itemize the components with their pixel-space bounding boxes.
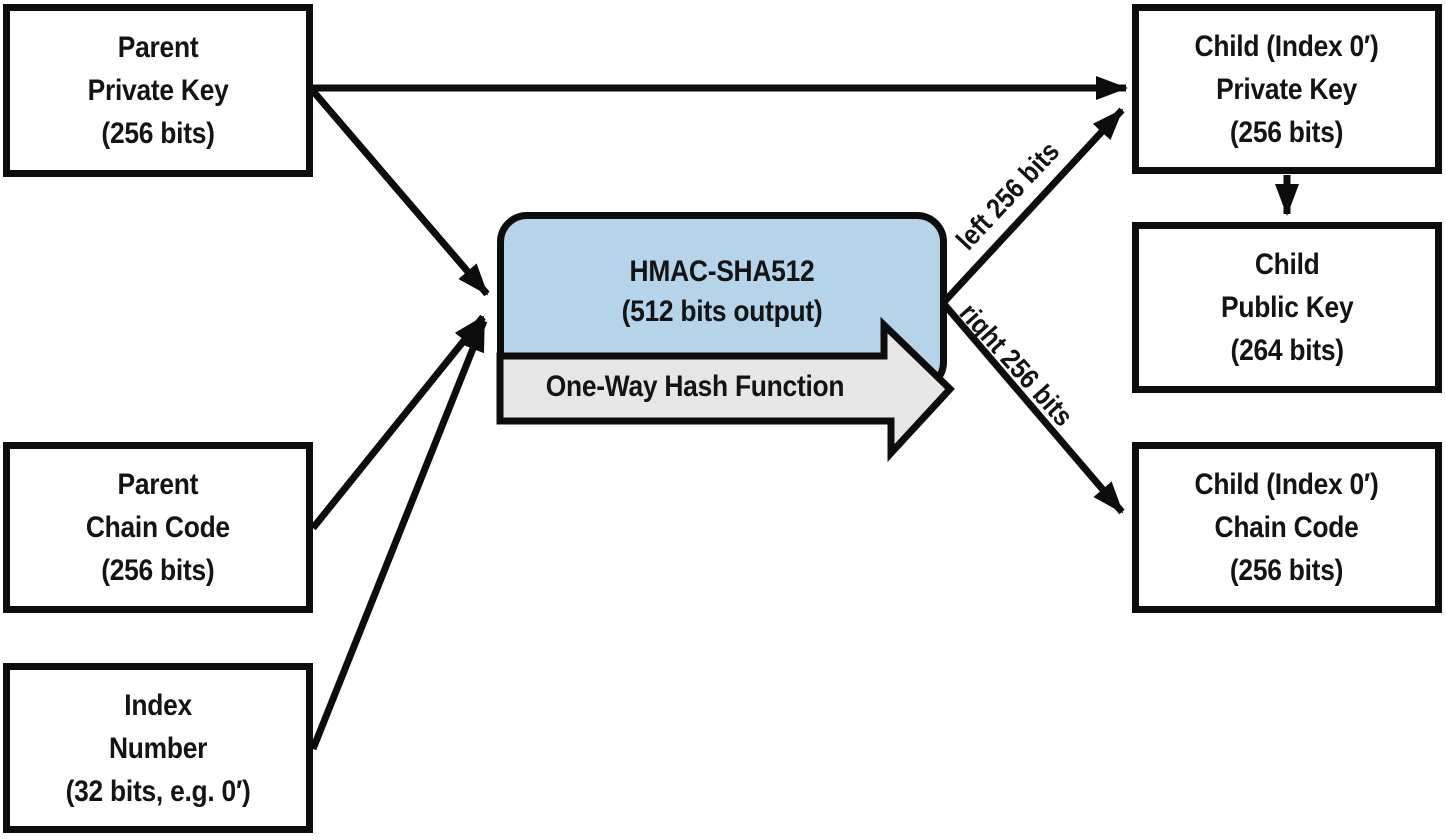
box-line: (256 bits) [1230,115,1344,149]
box-line: Child (Index 0′) [1194,29,1379,63]
box-child-private-key-text: Child (Index 0′) Private Key (256 bits) [1195,25,1379,154]
box-child-chain-code: Child (Index 0′) Chain Code (256 bits) [1132,442,1442,613]
box-line: (264 bits) [1230,334,1344,367]
box-line: Parent [117,31,199,64]
box-child-chain-code-text: Child (Index 0′) Chain Code (256 bits) [1195,463,1379,592]
box-line: Private Key [87,74,229,107]
box-parent-private-key: Parent Private Key (256 bits) [3,4,313,177]
box-child-public-key-text: Child Public Key (264 bits) [1220,243,1354,372]
box-child-public-key: Child Public Key (264 bits) [1132,222,1442,393]
arrow-index-number-to-hmac [309,319,488,751]
box-line: Child (Index 0′) [1194,468,1379,501]
arrow-hmac-left256-to-child-private [941,107,1125,305]
box-parent-chain-code: Parent Chain Code (256 bits) [3,442,313,613]
box-line: Child [1254,248,1320,281]
hmac-function-box [497,212,947,392]
arrow-parent-private-to-hmac [310,88,490,297]
box-line: Number [108,731,208,765]
box-line: (256 bits) [101,117,215,150]
box-line: (256 bits) [101,554,215,587]
box-parent-private-key-text: Parent Private Key (256 bits) [88,26,229,155]
box-line: Index [124,688,192,722]
box-line: Chain Code [1214,511,1360,544]
box-line: (32 bits, e.g. 0′) [65,774,251,808]
box-line: (256 bits) [1230,554,1344,587]
box-index-number-text: Index Number (32 bits, e.g. 0′) [66,684,251,813]
box-line: Public Key [1220,291,1354,324]
box-index-number: Index Number (32 bits, e.g. 0′) [3,663,313,833]
arrow-hmac-right256-to-child-chain [941,301,1125,515]
box-parent-chain-code-text: Parent Chain Code (256 bits) [86,463,230,592]
edge-label-left-256-bits: left 256 bits [950,135,1066,256]
box-line: Parent [117,468,199,501]
box-line: Chain Code [85,511,231,544]
box-child-private-key: Child (Index 0′) Private Key (256 bits) [1132,4,1442,174]
arrow-parent-chain-to-hmac [310,314,486,531]
edge-label-right-256-bits: right 256 bits [953,297,1080,433]
box-line: Private Key [1216,72,1358,106]
